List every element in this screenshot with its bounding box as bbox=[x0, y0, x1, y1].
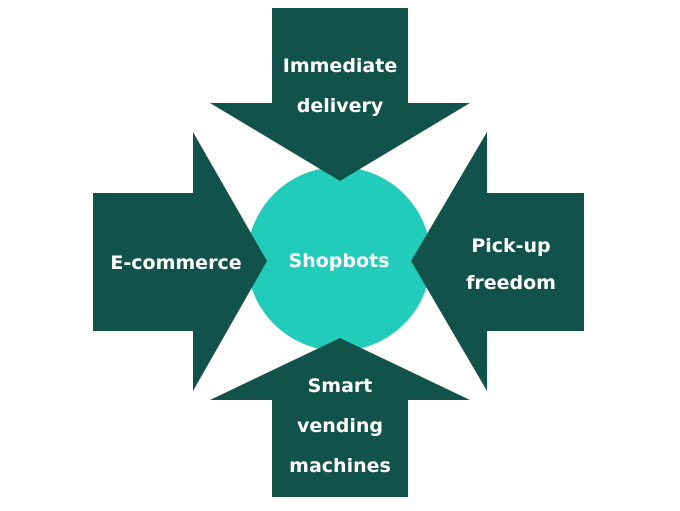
arrow-top bbox=[210, 8, 470, 181]
arrow-left bbox=[93, 132, 267, 391]
arrow-top-label-line2: delivery bbox=[297, 95, 384, 117]
arrow-right-label-line1: Pick-up bbox=[471, 235, 550, 257]
center-label: Shopbots bbox=[289, 250, 390, 272]
center-circle bbox=[247, 167, 431, 351]
arrow-bottom-label-line2: vending bbox=[297, 415, 383, 437]
arrow-bottom bbox=[210, 338, 470, 497]
arrow-top-label-line1: Immediate bbox=[283, 55, 397, 77]
arrow-right-label-line2: freedom bbox=[466, 272, 556, 294]
arrow-left-label: E-commerce bbox=[110, 252, 241, 274]
arrow-bottom-label-line3: machines bbox=[289, 455, 391, 477]
arrow-bottom-label-line1: Smart bbox=[308, 375, 373, 397]
arrow-right bbox=[411, 132, 584, 391]
